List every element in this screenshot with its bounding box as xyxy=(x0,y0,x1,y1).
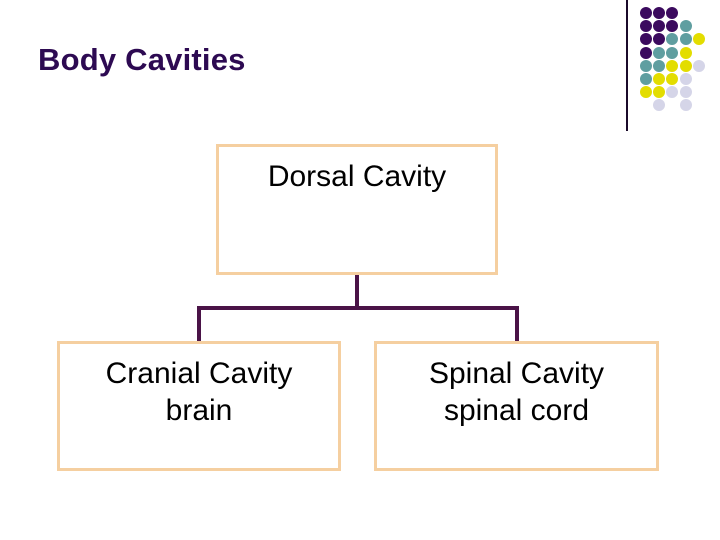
node-dorsal-cavity-title: Dorsal Cavity xyxy=(267,160,447,193)
connector-drop-spinal xyxy=(515,306,519,343)
decorative-dot-yellow xyxy=(679,59,692,72)
decorative-dot-lavender xyxy=(679,86,692,99)
decorative-dot-yellow xyxy=(666,59,679,72)
decorative-dot-purple xyxy=(653,33,666,46)
decorative-dot-purple xyxy=(666,20,679,33)
decorative-dot-purple xyxy=(640,46,652,59)
decorative-dot-lavender xyxy=(679,99,692,112)
decorative-dot-teal xyxy=(666,46,679,59)
node-cranial-cavity: Cranial Cavity brain xyxy=(57,341,341,471)
node-cranial-cavity-subtitle: brain xyxy=(165,393,233,427)
decorative-dot-yellow xyxy=(653,73,666,85)
node-spinal-cavity-title: Spinal Cavity xyxy=(428,357,605,390)
decorative-dot-yellow xyxy=(679,46,692,59)
decorative-dot-purple xyxy=(640,7,652,19)
decorative-dot-lavender xyxy=(666,86,679,99)
node-dorsal-cavity: Dorsal Cavity xyxy=(216,144,498,275)
decorative-dot-lavender xyxy=(679,73,692,85)
decorative-dot-yellow xyxy=(640,86,652,99)
decorative-dot-teal xyxy=(653,59,666,72)
decorative-dot-purple xyxy=(640,33,652,46)
decorative-dot-teal xyxy=(666,33,679,46)
decorative-dot-teal xyxy=(640,73,652,85)
decorative-dot-teal xyxy=(679,20,692,33)
decorative-dot-yellow xyxy=(692,33,705,46)
decorative-dot-purple xyxy=(653,20,666,33)
connector-drop-cranial xyxy=(197,306,201,343)
decorative-dot-teal xyxy=(640,59,652,72)
decorative-dot-teal xyxy=(653,46,666,59)
decorative-dot-yellow xyxy=(666,73,679,85)
connector-horizontal-bar xyxy=(197,306,519,310)
decorative-dot-purple xyxy=(666,7,679,19)
decorative-vertical-rule xyxy=(626,0,628,131)
page-title: Body Cavities xyxy=(38,42,246,77)
node-cranial-cavity-title: Cranial Cavity xyxy=(105,357,293,390)
decorative-dot-purple xyxy=(653,7,666,19)
node-spinal-cavity: Spinal Cavity spinal cord xyxy=(374,341,659,471)
node-spinal-cavity-subtitle: spinal cord xyxy=(443,393,590,427)
decorative-dot-lavender xyxy=(653,99,666,112)
decorative-dot-lavender xyxy=(692,59,705,72)
connector-stem-dorsal xyxy=(355,274,359,309)
decorative-dot-grid xyxy=(640,7,718,119)
decorative-dot-yellow xyxy=(653,86,666,99)
decorative-dot-teal xyxy=(679,33,692,46)
decorative-dot-purple xyxy=(640,20,652,33)
